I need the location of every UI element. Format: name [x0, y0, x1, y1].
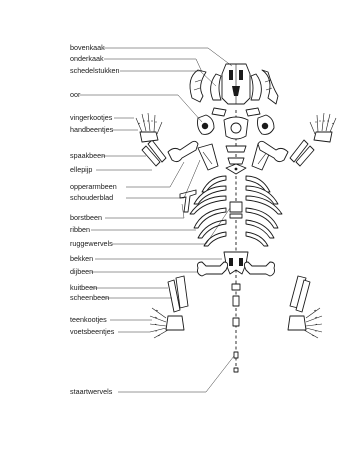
label-schedelstukken: schedelstukken: [70, 67, 120, 75]
label-voetsbeentjes: voetsbeentjes: [70, 328, 114, 336]
label-oor: oor: [70, 91, 80, 99]
label-scheenbeen: scheenbeen: [70, 294, 109, 302]
ear-right: [258, 115, 275, 134]
foot-left: [150, 308, 184, 338]
label-kuitbeen: kuitbeen: [70, 284, 97, 292]
upper-arm-left: [168, 141, 198, 161]
label-ellepijp: ellepijp: [70, 166, 92, 174]
label-onderkaak: onderkaak: [70, 55, 104, 63]
hand-right: [310, 113, 336, 142]
thigh-right: [244, 262, 274, 276]
shoulder-blade-left: [198, 144, 218, 170]
lower-leg-left: [168, 276, 188, 312]
label-handbeentjes: handbeentjes: [70, 126, 113, 134]
label-teenkootjes: teenkootjes: [70, 316, 107, 324]
forearm-right: [290, 140, 314, 166]
lower-jaw-right: [262, 70, 278, 104]
label-bekken: bekken: [70, 255, 93, 263]
label-opperarmbeen: opperarmbeen: [70, 183, 117, 191]
leader-lines: [80, 48, 234, 392]
label-schouderblad: schouderblad: [70, 194, 113, 202]
hand-left: [136, 113, 162, 142]
foot-right: [288, 308, 322, 338]
label-staartwervels: staartwervels: [70, 388, 112, 396]
ear-left: [198, 115, 215, 134]
label-ribben: ribben: [70, 226, 90, 234]
forearm-left: [142, 140, 166, 166]
label-dijbeen: dijbeen: [70, 268, 93, 276]
thigh-left: [198, 262, 228, 276]
label-borstbeen: borstbeen: [70, 214, 102, 222]
ribs-left: [190, 176, 226, 246]
lower-leg-right: [290, 276, 310, 312]
label-bovenkaak: bovenkaak: [70, 44, 105, 52]
label-vingerkootjes: vingerkootjes: [70, 114, 112, 122]
lower-jaw-left: [190, 70, 206, 102]
ribs-right: [246, 176, 282, 246]
label-ruggewervels: ruggewervels: [70, 240, 113, 248]
label-spaakbeen: spaakbeen: [70, 152, 105, 160]
skull: [211, 64, 262, 104]
